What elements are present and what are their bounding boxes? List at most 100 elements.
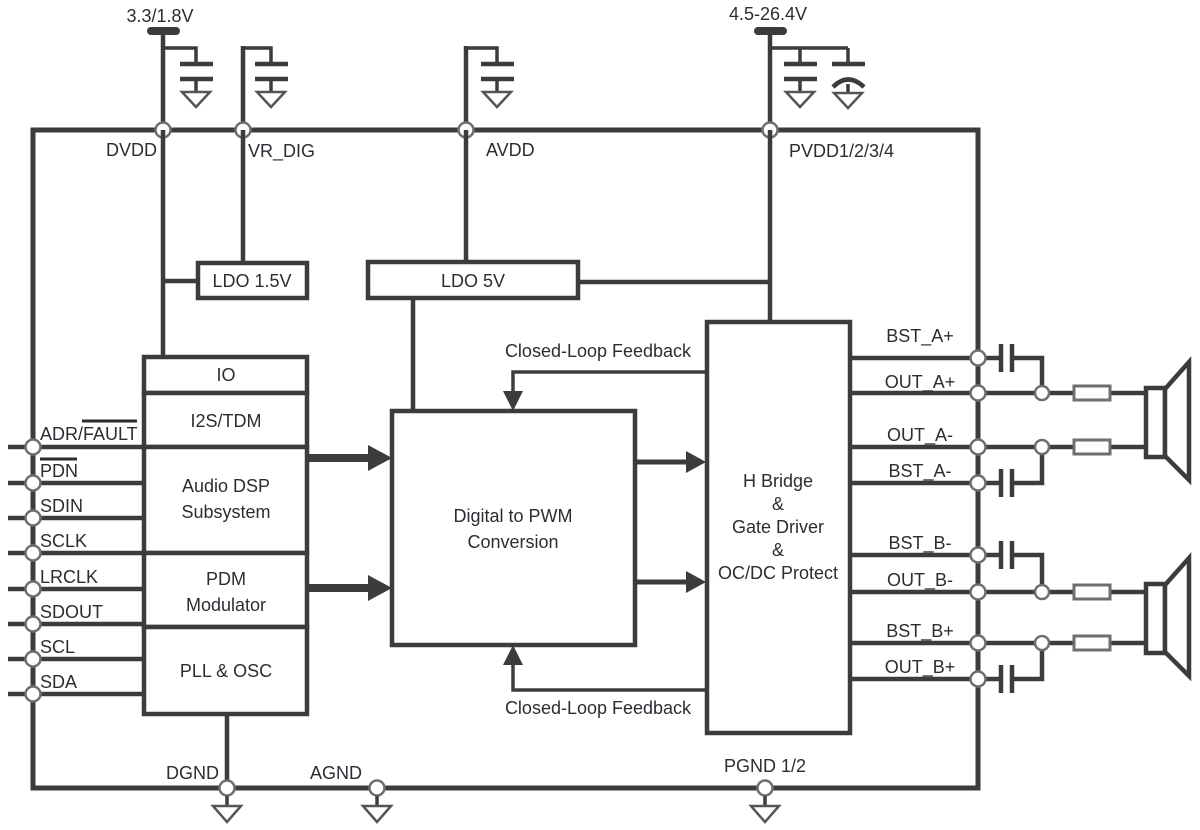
arrow-pdm-to-pwm <box>368 575 392 601</box>
signal-arrows <box>307 445 706 601</box>
cap-avdd <box>463 46 514 130</box>
pin-pgnd-label: PGND 1/2 <box>724 756 806 776</box>
pin-bst-a-minus-label: BST_A- <box>888 461 951 482</box>
cap-vrdig <box>240 46 288 130</box>
block-ldo-1v5: LDO 1.5V <box>195 260 310 301</box>
ground-pins: DGND AGND PGND 1/2 <box>166 756 806 824</box>
pin-sclk-label: SCLK <box>40 531 87 551</box>
chip-outline <box>30 127 981 791</box>
supply-power: 4.5-26.4V <box>729 4 866 130</box>
pin-pdn <box>24 474 42 492</box>
pin-sda <box>24 685 42 703</box>
feedback-bottom-label: Closed-Loop Feedback <box>505 698 692 718</box>
feedback-bottom: Closed-Loop Feedback <box>503 645 707 718</box>
left-pins: ADR/FAULT PDN SDIN SCLK LRCLK SDOUT SCL … <box>8 419 146 703</box>
block-pll-osc <box>141 624 310 717</box>
feedback-top: Closed-Loop Feedback <box>503 341 707 411</box>
resistor-out-b-plus <box>1072 634 1112 652</box>
pin-bst-b-minus-label: BST_B- <box>888 533 951 554</box>
pin-bst-a-plus <box>969 349 987 367</box>
resistor-out-a-plus <box>1072 384 1112 402</box>
pin-agnd-label: AGND <box>310 763 362 783</box>
pin-sdin-label: SDIN <box>40 496 83 516</box>
junction-a-minus <box>1033 438 1051 456</box>
pin-sdout-label: SDOUT <box>40 602 103 622</box>
speaker-icon <box>1143 581 1168 656</box>
block-ldo-5v: LDO 5V <box>365 259 581 301</box>
pin-pvdd-label: PVDD1/2/3/4 <box>789 141 894 161</box>
pin-scl-label: SCL <box>40 637 75 657</box>
ground-icon <box>831 91 865 110</box>
block-hbridge-label-4: & <box>772 540 784 560</box>
resistor-out-b-minus <box>1072 583 1112 601</box>
pin-pdn-label: PDN <box>40 461 78 481</box>
pin-bst-b-plus <box>969 634 987 652</box>
pin-sclk <box>24 544 42 562</box>
output-rows: BST_A+ OUT_A+ OUT_A- BST_A- BST_B- OUT_B… <box>850 326 1147 693</box>
ground-icon <box>748 804 782 824</box>
supply-digital-label: 3.3/1.8V <box>126 6 193 26</box>
block-pdm-modulator <box>141 550 310 630</box>
block-pdm-label-2: Modulator <box>186 595 266 615</box>
block-hbridge-label-1: H Bridge <box>743 471 813 491</box>
pin-out-b-minus-label: OUT_B- <box>887 570 953 591</box>
ground-icon <box>783 90 817 109</box>
block-hbridge: H Bridge & Gate Driver & OC/DC Protect <box>704 319 853 736</box>
ground-icon <box>210 804 244 824</box>
junction-b-plus <box>1033 634 1051 652</box>
arrow-dsp-to-pwm <box>368 445 392 471</box>
ground-icon <box>254 90 288 109</box>
pin-bst-b-plus-label: BST_B+ <box>886 621 954 642</box>
pin-vrdig-label: VR_DIG <box>248 141 315 162</box>
speaker-icon <box>1143 385 1168 460</box>
block-ldo-1v5-label: LDO 1.5V <box>212 271 291 291</box>
speaker-b <box>1143 552 1192 682</box>
block-audio-dsp <box>141 444 310 556</box>
pin-pgnd <box>756 779 774 797</box>
arrow-pwm-to-hbridge-1 <box>686 451 706 473</box>
pin-avdd-label: AVDD <box>486 140 535 160</box>
pin-sdin <box>24 509 42 527</box>
ground-icon <box>360 804 394 824</box>
pin-out-a-minus-label: OUT_A- <box>887 425 953 446</box>
block-pdm-label-1: PDM <box>206 569 246 589</box>
block-hbridge-label-5: OC/DC Protect <box>718 563 838 583</box>
pin-bst-b-minus <box>969 546 987 564</box>
junction-a-plus <box>1033 384 1051 402</box>
pin-bst-a-plus-label: BST_A+ <box>886 326 954 347</box>
pin-dvdd-label: DVDD <box>106 140 157 160</box>
pin-adr-fault-label: ADR/FAULT <box>40 424 138 444</box>
pin-out-b-plus <box>969 670 987 688</box>
block-stack: IO I2S/TDM Audio DSP Subsystem PDM Modul… <box>141 354 310 717</box>
block-pwm-label-2: Conversion <box>467 532 558 552</box>
feedback-top-label: Closed-Loop Feedback <box>505 341 692 361</box>
block-pll-label: PLL & OSC <box>180 661 272 681</box>
pin-out-a-minus <box>969 438 987 456</box>
block-pwm-label-1: Digital to PWM <box>453 506 572 526</box>
internal-supply-wires <box>160 130 773 788</box>
resistor-out-a-minus <box>1072 438 1112 456</box>
pin-bst-a-minus <box>969 474 987 492</box>
ground-icon <box>480 90 514 109</box>
pin-out-a-plus-label: OUT_A+ <box>885 372 956 393</box>
block-ldo-5v-label: LDO 5V <box>441 271 505 291</box>
arrow-feedback-top <box>503 391 523 411</box>
pin-dgnd <box>218 779 236 797</box>
pin-out-b-minus <box>969 583 987 601</box>
pin-out-a-plus <box>969 384 987 402</box>
speaker-a <box>1143 356 1192 486</box>
block-pwm: Digital to PWM Conversion <box>389 408 638 648</box>
block-io-label: IO <box>216 365 235 385</box>
block-i2s-label: I2S/TDM <box>190 411 261 431</box>
pin-sda-label: SDA <box>40 672 77 692</box>
block-dsp-label-1: Audio DSP <box>182 476 270 496</box>
block-dsp-label-2: Subsystem <box>181 502 270 522</box>
block-hbridge-label-2: & <box>772 494 784 514</box>
pin-dgnd-label: DGND <box>166 763 219 783</box>
cap-dvdd <box>163 46 213 109</box>
block-io <box>141 354 310 396</box>
pin-out-b-plus-label: OUT_B+ <box>885 657 956 678</box>
top-pins: DVDD VR_DIG AVDD PVDD1/2/3/4 <box>106 121 894 162</box>
arrow-feedback-bottom <box>503 645 523 665</box>
